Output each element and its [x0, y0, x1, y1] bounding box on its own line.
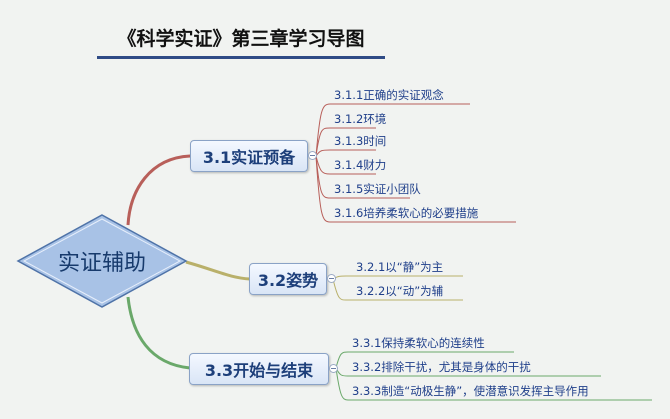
leaf-1-6[interactable]: 3.1.6培养柔软心的必要措施	[334, 206, 479, 220]
leaf-2-1[interactable]: 3.2.1以“静”为主	[356, 260, 444, 274]
branch-node-1[interactable]: 3.1实证预备	[190, 140, 308, 172]
root-diamond	[16, 214, 188, 308]
connector-3-1	[335, 351, 514, 369]
connector-root-branch-3	[126, 296, 191, 370]
collapse-toggle-3[interactable]	[329, 364, 338, 373]
connector-1-1	[315, 103, 470, 157]
connector-root-branch-1	[126, 154, 191, 226]
connector-1-3	[315, 149, 376, 157]
leaf-3-3[interactable]: 3.3.3制造“动极生静”，使潜意识发挥主导作用	[352, 384, 589, 398]
connector-3-3	[335, 367, 652, 401]
collapse-toggle-1[interactable]	[308, 151, 317, 160]
connector-1-4	[315, 155, 376, 175]
leaf-1-5[interactable]: 3.1.5实证小团队	[334, 182, 421, 196]
connector-1-2	[315, 127, 376, 157]
branch-node-2[interactable]: 3.2姿势	[249, 263, 327, 295]
leaf-3-2[interactable]: 3.3.2排除干扰，尤其是身体的干扰	[352, 360, 531, 374]
leaf-1-1[interactable]: 3.1.1正确的实证观念	[334, 88, 444, 102]
leaf-1-3[interactable]: 3.1.3时间	[334, 134, 387, 148]
branch-node-3[interactable]: 3.3开始与结束	[189, 353, 329, 385]
leaf-3-1[interactable]: 3.3.1保持柔软心的连续性	[352, 336, 485, 350]
connector-2-2	[332, 278, 463, 301]
leaf-2-2[interactable]: 3.2.2以“动”为辅	[356, 284, 444, 298]
connector-1-6	[315, 155, 516, 223]
page-title: 《科学实证》第三章学习导图	[117, 28, 365, 50]
connector-root-branch-2	[185, 260, 251, 281]
leaf-1-4[interactable]: 3.1.4财力	[334, 158, 387, 172]
connector-2-1	[332, 275, 463, 280]
root-node[interactable]: 实证辅助	[57, 251, 146, 276]
collapse-toggle-2[interactable]	[327, 274, 336, 283]
leaf-1-2[interactable]: 3.1.2环境	[334, 112, 387, 126]
title-underline	[97, 56, 385, 59]
